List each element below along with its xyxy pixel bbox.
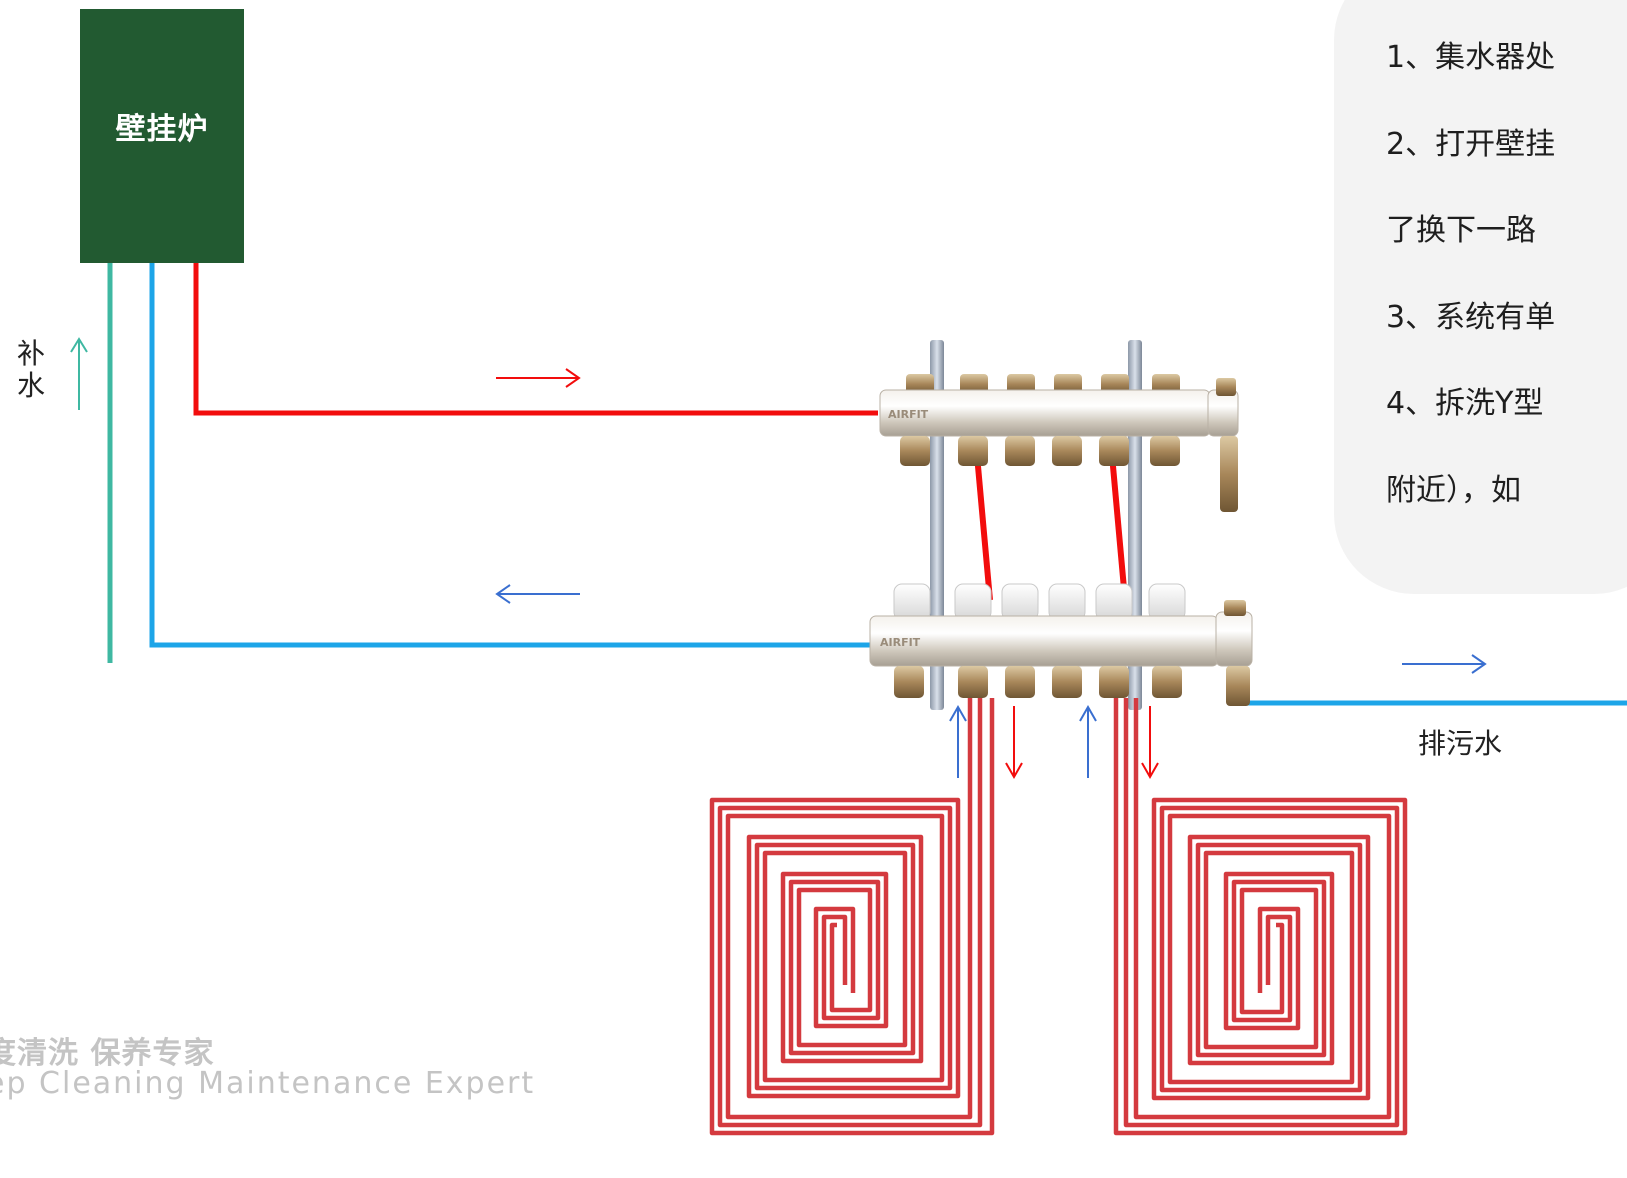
coil-supply-arrow-right <box>1141 706 1159 780</box>
supply-manifold-outlets <box>900 436 1180 466</box>
note-line: 4、拆洗Y型 <box>1386 386 1544 421</box>
note-line: 1、集水器处 <box>1386 40 1556 75</box>
supply-manifold-top-caps <box>906 374 1180 394</box>
supply-flow-arrow <box>496 368 581 388</box>
watermark-chinese: 度清洗 保养专家 <box>0 1036 215 1071</box>
fill-water-label-text: 补 水 <box>16 337 45 402</box>
supply-manifold: AIRFIT <box>879 374 1239 512</box>
riser-right <box>1109 454 1128 601</box>
note-line: 了换下一路 <box>1386 213 1536 248</box>
supply-pipe <box>193 263 878 416</box>
return-manifold-brand: AIRFIT <box>880 636 921 649</box>
supply-manifold-vent <box>1207 389 1239 437</box>
coil-return-arrow-left <box>949 704 967 778</box>
floor-heating-coil-left <box>709 698 995 1136</box>
return-manifold-outlets <box>894 666 1182 698</box>
note-line: 2、打开壁挂 <box>1386 126 1556 162</box>
return-pipe <box>149 263 878 648</box>
coil-supply-arrow-left <box>1005 706 1023 780</box>
drain-flow-arrow <box>1402 654 1487 674</box>
return-manifold-drain-valve <box>1215 611 1253 667</box>
coil-return-arrow-right <box>1079 704 1097 778</box>
note-line: 附近），如 <box>1386 472 1521 508</box>
fill-water-label: 补 水 <box>14 338 48 402</box>
notes-panel <box>1334 0 1627 594</box>
drain-label: 排污水 <box>1418 727 1503 760</box>
watermark-english: ep Cleaning Maintenance Expert <box>0 1066 536 1101</box>
boiler-label: 壁挂炉 <box>115 112 209 147</box>
return-manifold: AIRFIT <box>869 583 1253 706</box>
return-flow-arrow <box>495 584 580 604</box>
drain-pipe <box>1237 700 1627 706</box>
floor-heating-coil-right <box>1113 698 1408 1136</box>
wall-hung-boiler: 壁挂炉 <box>80 9 244 263</box>
note-line: 3、系统有单 <box>1386 299 1556 335</box>
notes-list: 1、集水器处 2、打开壁挂 了换下一路 3、系统有单 4、拆洗Y型 附近），如 <box>1386 38 1555 557</box>
supply-manifold-brand: AIRFIT <box>888 408 929 421</box>
riser-left <box>974 454 993 601</box>
fill-flow-arrow <box>70 337 88 410</box>
